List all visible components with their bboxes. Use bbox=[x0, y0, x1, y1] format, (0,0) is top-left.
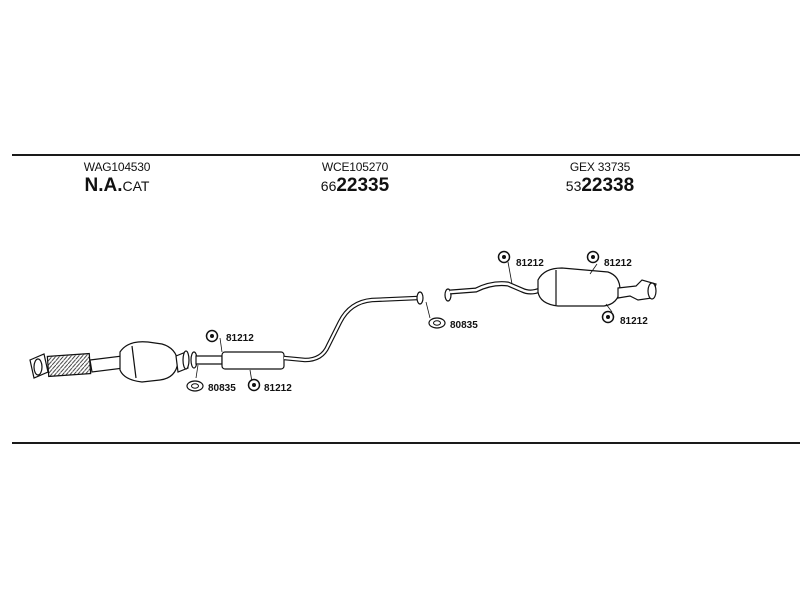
rear-inlet-flange bbox=[444, 288, 452, 302]
callout-gasket-front: 80835 bbox=[208, 383, 236, 394]
callout-clamp-middle: 81212 bbox=[264, 383, 292, 394]
top-divider bbox=[12, 154, 800, 156]
section-header-rear: GEX 33735 5322338 bbox=[545, 160, 655, 195]
rear-silencer bbox=[537, 267, 621, 307]
callout-clamp-rear-left: 81212 bbox=[516, 258, 544, 269]
flex-joint bbox=[46, 352, 92, 378]
callout-clamp-front: 81212 bbox=[226, 333, 254, 344]
section-code: WCE105270 bbox=[321, 160, 389, 174]
cat-heatshield-line bbox=[131, 345, 137, 379]
leader-lines bbox=[195, 261, 613, 383]
catalytic-converter bbox=[119, 341, 179, 383]
middle-silencer bbox=[221, 351, 285, 370]
inlet-opening bbox=[33, 358, 43, 376]
front-pipe bbox=[89, 355, 125, 373]
section-part-number: 5322338 bbox=[565, 175, 635, 196]
front-pipe-assembly bbox=[29, 341, 190, 383]
middle-outlet-flange bbox=[416, 291, 424, 305]
callout-clamp-rear-lower: 81212 bbox=[620, 316, 648, 327]
callout-clamp-rear-right: 81212 bbox=[604, 258, 632, 269]
section-header-front: WAG104530 N.A.CAT bbox=[62, 160, 172, 195]
middle-inlet-pipe bbox=[195, 355, 223, 365]
rubber-mount-icon bbox=[601, 310, 615, 324]
section-code: WAG104530 bbox=[83, 160, 151, 174]
gasket-icon bbox=[428, 317, 446, 329]
rubber-mount-icon bbox=[586, 250, 600, 264]
callout-gasket-rear: 80835 bbox=[450, 320, 478, 331]
gasket-icon bbox=[186, 380, 204, 392]
rubber-mount-icon bbox=[205, 329, 219, 343]
section-header-middle: WCE105270 6622335 bbox=[300, 160, 410, 195]
rubber-mount-icon bbox=[497, 250, 511, 264]
middle-pipe-assembly bbox=[190, 291, 424, 370]
bottom-divider bbox=[12, 442, 800, 444]
section-part-number: 6622335 bbox=[320, 175, 390, 196]
rubber-mount-icon bbox=[247, 378, 261, 392]
cat-outlet-flange bbox=[182, 350, 190, 370]
rear-silencer-assembly bbox=[444, 267, 657, 307]
section-part-number: N.A.CAT bbox=[84, 175, 150, 196]
tailpipe-tip bbox=[647, 282, 657, 300]
section-code: GEX 33735 bbox=[569, 160, 631, 174]
